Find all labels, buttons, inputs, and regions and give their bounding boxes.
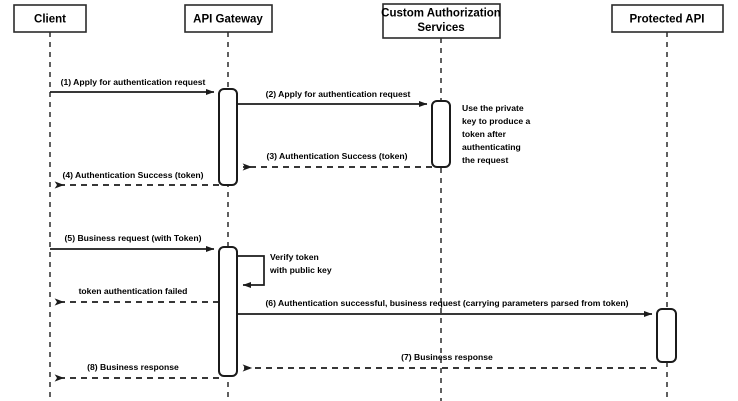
participant-label-api-gateway: API Gateway	[193, 14, 263, 26]
participant-box-api-gateway[interactable]	[184, 4, 273, 33]
message-5-label: (5) Business request (with Token)	[65, 233, 202, 243]
participant-label-custom-auth-line2: Services	[417, 22, 464, 34]
message-8[interactable]: (8) Business response	[54, 362, 219, 382]
message-2[interactable]: (2) Apply for authentication request	[237, 89, 428, 108]
message-self-verify-token-label-line1: Verify token	[270, 252, 319, 262]
message-5[interactable]: (5) Business request (with Token)	[50, 233, 215, 253]
message-8-label: (8) Business response	[87, 362, 179, 372]
message-6[interactable]: (6) Authentication successful, business …	[237, 298, 653, 318]
private-key-note: Use the private key to produce a token a…	[462, 103, 531, 165]
message-self-verify-token-arrow[interactable]	[237, 255, 265, 289]
message-3-label: (3) Authentication Success (token)	[266, 151, 407, 161]
participant-custom-auth[interactable]: Custom Authorization Services	[381, 3, 501, 39]
message-token-authentication-failed-label: token authentication failed	[79, 286, 188, 296]
message-3[interactable]: (3) Authentication Success (token)	[242, 151, 432, 171]
participant-box-client[interactable]	[13, 4, 87, 33]
message-7[interactable]: (7) Business response	[242, 352, 657, 372]
message-self-verify-token-label-line2: with public key	[269, 265, 332, 275]
message-1[interactable]: (1) Apply for authentication request	[50, 77, 215, 96]
activation-bars	[218, 88, 677, 377]
activation-protected-api	[656, 308, 677, 363]
activation-api-gateway-auth	[218, 88, 238, 186]
participant-label-custom-auth-line1: Custom Authorization	[381, 8, 501, 20]
participant-box-custom-auth[interactable]	[382, 3, 501, 39]
activation-custom-auth	[431, 100, 451, 168]
note-line-4: authenticating	[462, 142, 521, 152]
participant-protected-api[interactable]: Protected API	[611, 4, 724, 33]
lifelines	[49, 32, 668, 401]
activation-api-gateway-business	[218, 246, 238, 377]
note-line-2: key to produce a	[462, 116, 531, 126]
message-6-label: (6) Authentication successful, business …	[265, 298, 628, 308]
message-7-label: (7) Business response	[401, 352, 493, 362]
message-self-verify-token[interactable]: Verify token with public key	[237, 252, 332, 289]
participant-api-gateway[interactable]: API Gateway	[184, 4, 273, 33]
participant-box-protected-api[interactable]	[611, 4, 724, 33]
message-1-label: (1) Apply for authentication request	[61, 77, 206, 87]
message-4[interactable]: (4) Authentication Success (token)	[54, 170, 219, 189]
note-line-3: token after	[462, 129, 507, 139]
participant-label-protected-api: Protected API	[630, 14, 705, 26]
note-line-5: the request	[462, 155, 508, 165]
participant-label-client: Client	[34, 14, 66, 26]
message-4-label: (4) Authentication Success (token)	[62, 170, 203, 180]
note-line-1: Use the private	[462, 103, 524, 113]
message-2-label: (2) Apply for authentication request	[266, 89, 411, 99]
message-token-authentication-failed[interactable]: token authentication failed	[54, 286, 219, 306]
participant-client[interactable]: Client	[13, 4, 87, 33]
